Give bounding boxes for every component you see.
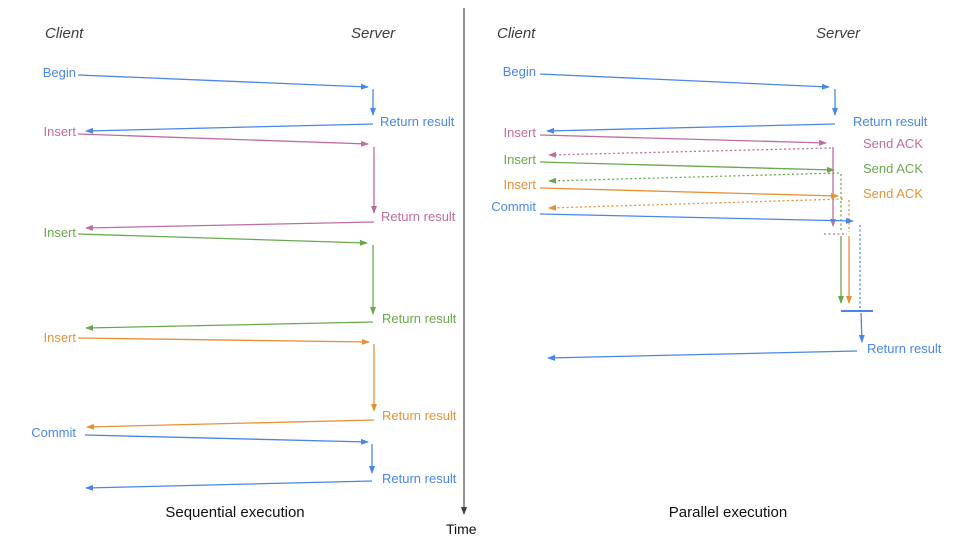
left-insert1-label: Insert xyxy=(43,124,76,139)
left-commit-return-label: Return result xyxy=(382,471,457,486)
left-server-header: Server xyxy=(351,25,396,42)
right-insert2-label: Insert xyxy=(503,152,536,167)
right-commit-arrows xyxy=(539,213,873,361)
left-begin-label: Begin xyxy=(42,65,76,80)
right-insert3-label: Insert xyxy=(503,177,536,192)
right-insert3-arrows xyxy=(539,187,852,304)
left-insert3-return-label: Return result xyxy=(382,408,457,423)
right-insert1-label: Insert xyxy=(503,125,536,140)
left-insert3-label: Insert xyxy=(43,330,76,345)
left-begin-return-label: Return result xyxy=(380,114,455,129)
right-server-header: Server xyxy=(816,25,861,42)
right-insert2-arrows xyxy=(539,161,844,304)
right-commit-label: Commit xyxy=(491,199,536,214)
left-insert3-arrows xyxy=(77,337,377,430)
left-insert1-return-label: Return result xyxy=(381,209,456,224)
right-begin-arrows xyxy=(539,73,838,134)
left-insert1-arrows xyxy=(77,133,377,231)
right-commit-return-label: Return result xyxy=(867,341,942,356)
right-begin-return-label: Return result xyxy=(853,114,928,129)
left-client-header: Client xyxy=(45,25,84,42)
left-insert2-return-label: Return result xyxy=(382,311,457,326)
right-caption: Parallel execution xyxy=(668,504,788,521)
left-insert2-label: Insert xyxy=(43,225,76,240)
left-commit-arrows xyxy=(84,434,375,491)
right-insert3-ack-label: Send ACK xyxy=(863,186,923,201)
left-caption: Sequential execution xyxy=(165,504,305,521)
left-commit-label: Commit xyxy=(31,425,76,440)
right-insert1-arrows xyxy=(539,134,847,235)
right-insert1-ack-label: Send ACK xyxy=(863,136,923,151)
left-insert2-arrows xyxy=(77,233,376,331)
left-begin-arrows xyxy=(77,74,376,134)
right-begin-label: Begin xyxy=(502,64,536,79)
right-client-header: Client xyxy=(497,25,536,42)
time-axis-label: Time xyxy=(446,521,477,537)
right-insert2-ack-label: Send ACK xyxy=(863,161,923,176)
